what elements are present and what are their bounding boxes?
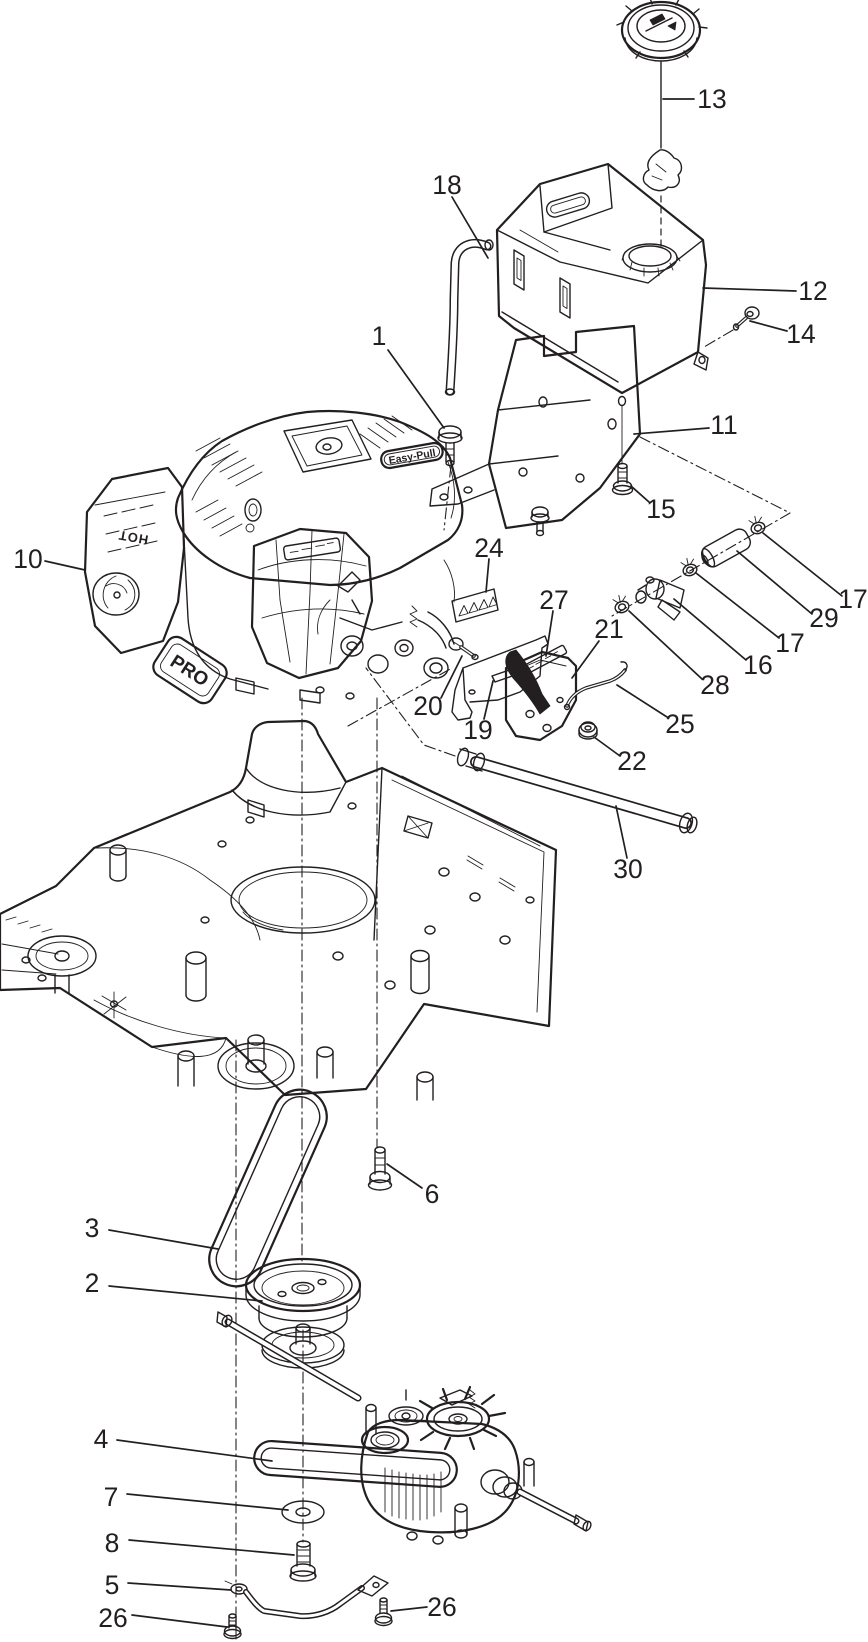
transmission-belt (253, 1439, 458, 1488)
input-shaft (216, 1311, 362, 1402)
drawing-text: Easy-Pull PRO HOT (117, 447, 437, 691)
screw-26-left (223, 1613, 242, 1640)
leader-lines (44, 196, 843, 1628)
hot-text: HOT (117, 527, 150, 547)
fuel-filter (700, 528, 752, 568)
tank-screw (732, 306, 760, 331)
bracket-screw (611, 395, 634, 496)
callout-2: 2 (85, 1268, 100, 1298)
throttle-control (504, 649, 578, 742)
hose-clamp-28 (612, 594, 630, 614)
callout-14: 14 (786, 319, 815, 349)
screw-20 (448, 637, 479, 661)
drive-belt-upper (208, 1088, 328, 1288)
callout-13: 13 (697, 84, 726, 114)
hose-clamp-17b (680, 557, 698, 577)
link-rod (563, 661, 628, 711)
output-axle (516, 1488, 592, 1532)
cap-tether-clip (642, 149, 683, 192)
callout-3: 3 (85, 1213, 100, 1243)
warning-decal (451, 588, 499, 623)
callout-17b: 17 (775, 628, 804, 658)
mower-deck (0, 719, 558, 1101)
shift-rod (224, 1575, 389, 1620)
engine-bolt (437, 425, 463, 467)
bolt-8 (289, 1540, 317, 1582)
fuel-cap (616, 0, 708, 62)
engine (83, 409, 464, 705)
callout-18: 18 (432, 170, 461, 200)
callout-7: 7 (104, 1482, 119, 1512)
carburetor-cluster (315, 559, 455, 700)
callout-29: 29 (809, 603, 838, 633)
callout-20: 20 (413, 691, 442, 721)
callout-22: 22 (617, 746, 646, 776)
screw-26-right (374, 1597, 393, 1627)
callout-8: 8 (105, 1528, 120, 1558)
engine-brand-plate (282, 537, 342, 561)
callout-26-right: 26 (427, 1592, 456, 1622)
callout-10: 10 (13, 544, 42, 574)
carriage-bolt-6 (367, 1146, 393, 1191)
callout-labels: 13 18 12 14 1 11 15 10 24 27 21 17 29 17… (13, 84, 867, 1633)
callout-25: 25 (665, 709, 694, 739)
transmission (360, 1385, 535, 1545)
easy-pull-label (380, 441, 444, 470)
callout-5: 5 (105, 1570, 120, 1600)
callout-21: 21 (594, 614, 623, 644)
pro-label (152, 635, 228, 705)
muffler-guard (83, 466, 186, 655)
callout-19: 19 (463, 715, 492, 745)
fuel-line-tube (456, 747, 698, 834)
callout-16: 16 (743, 650, 772, 680)
callout-6: 6 (425, 1179, 440, 1209)
callout-26-left: 26 (98, 1603, 127, 1633)
callout-1: 1 (372, 321, 387, 351)
fuel-hose (444, 238, 494, 396)
callout-24: 24 (474, 533, 503, 563)
callout-11: 11 (710, 410, 738, 440)
callout-30: 30 (613, 854, 642, 884)
callout-12: 12 (798, 276, 827, 306)
callout-28: 28 (700, 670, 729, 700)
callout-27: 27 (539, 585, 568, 615)
cooling-fan (410, 1385, 507, 1451)
washer-7 (281, 1500, 325, 1524)
fuel-tank (495, 162, 709, 395)
hose-clamp-17a (748, 515, 766, 535)
nut-22 (578, 721, 598, 740)
construction-lines (235, 195, 791, 1641)
recoil-plate (283, 419, 372, 473)
callout-4: 4 (94, 1424, 109, 1454)
fuel-shutoff-valve (635, 576, 685, 621)
callout-15: 15 (646, 494, 675, 524)
cap-index-line (660, 61, 695, 149)
callout-17a: 17 (838, 584, 867, 614)
